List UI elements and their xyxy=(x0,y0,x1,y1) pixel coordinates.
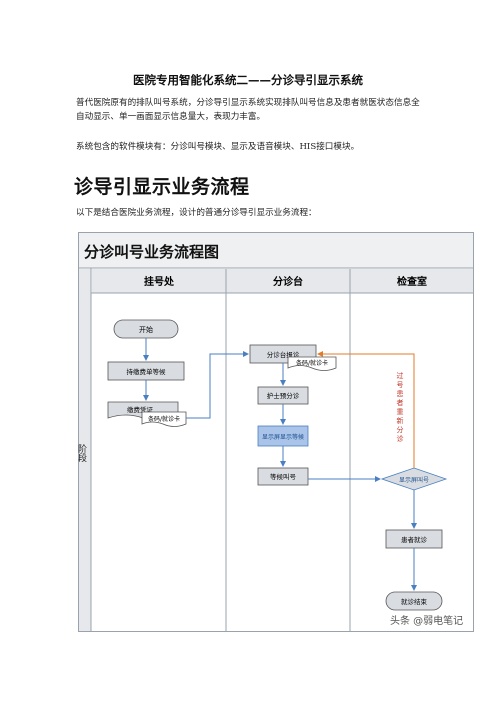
intro-paragraph: 普代医院原有的排队叫号系统，分诊导引显示系统实现排队叫号信息及患者就医状态信息全… xyxy=(76,98,420,122)
triage-flowchart: 分诊叫号业务流程图 阶段 挂号处 分诊台 检查室 开始 持缴费单等候 缴费凭证 … xyxy=(78,232,474,632)
phase-column xyxy=(79,269,91,631)
return-label: 过号患者重新分诊 xyxy=(396,371,404,444)
wait-call-node xyxy=(257,467,309,486)
start-label: 开始 xyxy=(139,325,153,334)
display-wait-label: 显示屏显示等候 xyxy=(262,433,304,441)
section-heading: 诊导引显示业务流程 xyxy=(74,176,250,198)
nurse-triage-label: 护士预分诊 xyxy=(267,391,300,400)
patient-visit-label: 患者就诊 xyxy=(401,535,428,544)
flowchart-title: 分诊叫号业务流程图 xyxy=(84,243,219,261)
wait-call-label: 等候叫号 xyxy=(270,472,297,481)
document-title: 医院专用智能化系统二——分诊导引显示系统 xyxy=(133,73,363,87)
modules-paragraph: 系统包含的软件模块有：分诊叫号模块、显示及语音模块、HIS接口模块。 xyxy=(76,142,360,152)
watermark: 头条 @弱电笔记 xyxy=(390,616,464,627)
triage-check-in-label: 分诊台报诊 xyxy=(267,350,300,359)
card-doc1-label: 条码/就诊卡 xyxy=(148,415,180,423)
visit-end-node xyxy=(385,591,443,611)
lane-header-bar xyxy=(92,269,473,293)
card-doc2-label: 条码/就诊卡 xyxy=(296,359,328,367)
card-doc2-node xyxy=(287,356,337,371)
lane-registration: 挂号处 xyxy=(144,275,175,288)
lane-triage-desk: 分诊台 xyxy=(273,275,303,288)
pay-wait-label: 持缴费单等候 xyxy=(127,367,167,376)
flow-intro-paragraph: 以下是结合医院业务流程，设计的普通分诊导引显示业务流程： xyxy=(76,208,317,218)
return-arrow xyxy=(317,351,415,468)
visit-end-label: 就诊结束 xyxy=(401,597,428,606)
arrow-to-triage xyxy=(186,351,249,419)
flowchart-title-bar xyxy=(79,233,473,268)
display-call-label: 显示屏叫号 xyxy=(399,476,429,484)
payment-doc-label: 缴费凭证 xyxy=(127,405,154,414)
lane-exam-room: 检查室 xyxy=(397,275,427,288)
phase-label: 阶段 xyxy=(78,443,87,463)
card-doc1-node xyxy=(141,411,187,427)
